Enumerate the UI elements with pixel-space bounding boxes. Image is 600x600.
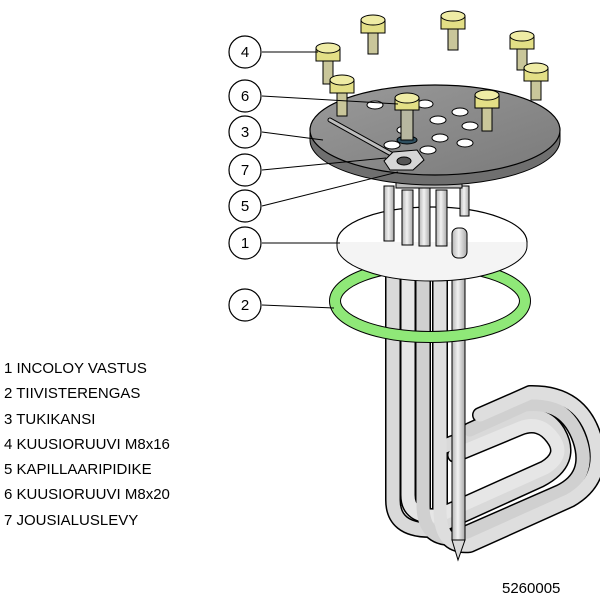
drawing-number: 5260005 <box>502 580 561 597</box>
callout-5: 5 <box>228 171 399 223</box>
bolt-m8x20 <box>394 92 420 145</box>
terminal-disc <box>336 206 528 282</box>
bolts-m8x16 <box>315 10 549 132</box>
callout-number: 6 <box>241 88 249 105</box>
callouts: 4 6 3 7 5 <box>228 35 399 322</box>
callout-number: 2 <box>241 297 249 314</box>
callout-number: 7 <box>241 162 249 179</box>
callout-6: 6 <box>228 79 399 113</box>
parts-list-item: 1 INCOLOY VASTUS <box>4 360 147 377</box>
parts-list-item: 5 KAPILLAARIPIDIKE <box>4 461 152 479</box>
callout-3: 3 <box>228 115 324 149</box>
parts-list-item: 4 KUUSIORUUVI M8x16 <box>4 435 170 453</box>
callout-2: 2 <box>228 288 335 322</box>
callout-4: 4 <box>228 35 318 69</box>
heating-element <box>385 219 600 562</box>
callout-number: 3 <box>241 124 249 141</box>
parts-list-item: 3 TUKIKANSI <box>4 410 96 428</box>
parts-list-item: 7 JOUSIALUSLEVY <box>4 511 139 529</box>
callout-1: 1 <box>228 226 340 260</box>
callout-number: 4 <box>241 44 249 61</box>
parts-list-item: 2 TIIVISTERENGAS <box>4 385 141 403</box>
callout-number: 1 <box>241 235 249 252</box>
capillary-holder <box>327 117 425 171</box>
callout-7: 7 <box>228 153 387 187</box>
parts-list-item: 6 KUUSIORUUVI M8x20 <box>4 486 170 504</box>
callout-number: 5 <box>241 198 249 215</box>
parts-list: 1 INCOLOY VASTUS 2 TIIVISTERENGAS 3 TUKI… <box>4 356 170 533</box>
